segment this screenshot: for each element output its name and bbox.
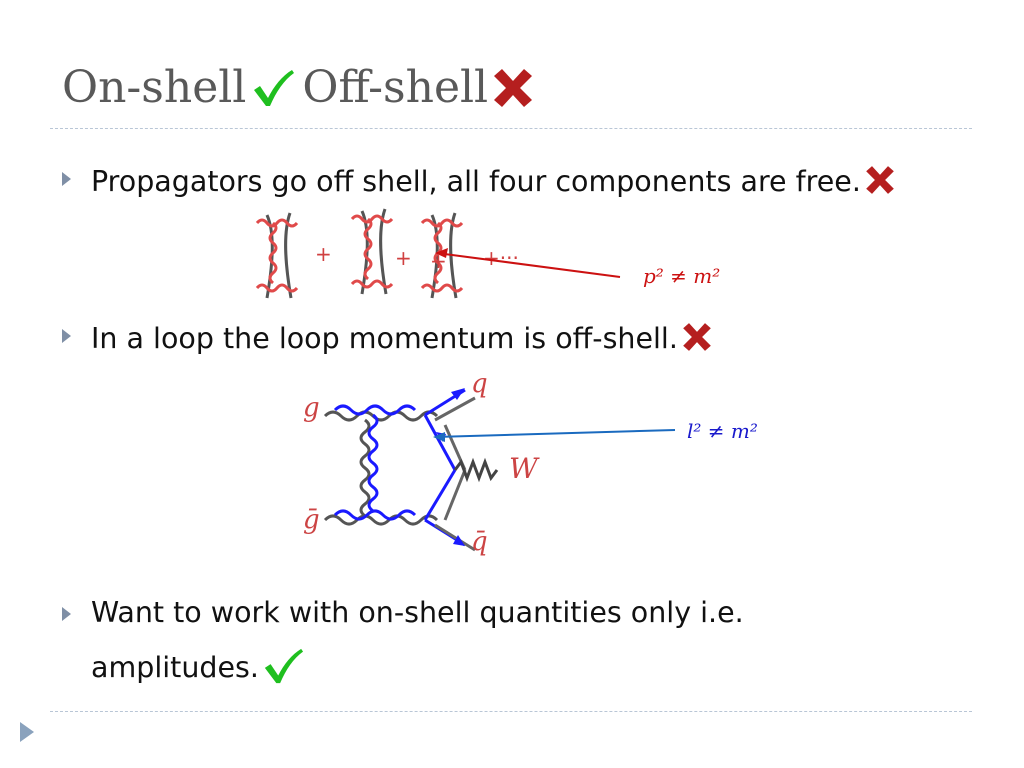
bullet-3-continued: amplitudes.: [91, 645, 305, 687]
propagator-diagram: + + + +··· p² ≠ m²: [255, 208, 720, 299]
cross-icon: [683, 323, 711, 351]
propagator-condition-label: p² ≠ m²: [643, 264, 720, 288]
pointer-arrowhead-2: [433, 432, 445, 442]
label-q-top: q: [471, 370, 488, 399]
bullet-arrow-icon: [62, 607, 71, 621]
feynman-diagram-2: [350, 208, 394, 295]
bullet-2: In a loop the loop momentum is off-shell…: [91, 321, 714, 354]
bullet-arrow-icon: [62, 329, 71, 343]
title-off-shell: Off-shell: [302, 62, 489, 113]
bullet-1-text: Propagators go off shell, all four compo…: [91, 165, 861, 198]
label-g-top: g: [303, 393, 320, 423]
bullet-1: Propagators go off shell, all four compo…: [91, 164, 897, 197]
pointer-arrow-2: [434, 429, 676, 438]
pointer-arrowhead-1: [435, 248, 448, 258]
label-w: W: [509, 452, 540, 485]
feynman-diagram-1: [255, 212, 299, 299]
plus-sign-4: +···: [483, 246, 519, 270]
arrowhead-bottom: [453, 535, 465, 546]
cross-icon: [866, 166, 894, 194]
nav-arrow-icon[interactable]: [20, 722, 34, 742]
footer-separator: [50, 711, 972, 712]
title-separator: [50, 128, 972, 129]
plus-sign-1: +: [315, 242, 332, 266]
label-q-bottom: q̄: [471, 527, 488, 557]
check-icon: [264, 648, 303, 684]
bullet-3-text-2: amplitudes.: [91, 651, 259, 684]
arrowhead-top: [451, 388, 465, 400]
loop-condition-label: l² ≠ m²: [687, 419, 758, 443]
check-icon: [254, 70, 295, 106]
bullet-arrow-icon: [62, 172, 71, 186]
pointer-arrow-1: [436, 252, 621, 278]
bullet-3: Want to work with on-shell quantities on…: [91, 596, 744, 629]
label-g-bottom: ḡ: [303, 505, 320, 535]
loop-diagram: g ḡ q q̄ W l² ≠ m²: [303, 370, 758, 557]
bullet-3-text: Want to work with on-shell quantities on…: [91, 596, 744, 629]
plus-sign-2: +: [395, 246, 412, 270]
title-on-shell: On-shell: [62, 62, 247, 113]
cross-icon: [494, 69, 533, 107]
gluon-lines: [323, 410, 439, 526]
w-boson-line: [453, 457, 499, 483]
slide-title: On-shell Off-shell: [62, 66, 536, 110]
quark-lines: [333, 388, 466, 547]
bullet-2-text: In a loop the loop momentum is off-shell…: [91, 322, 678, 355]
